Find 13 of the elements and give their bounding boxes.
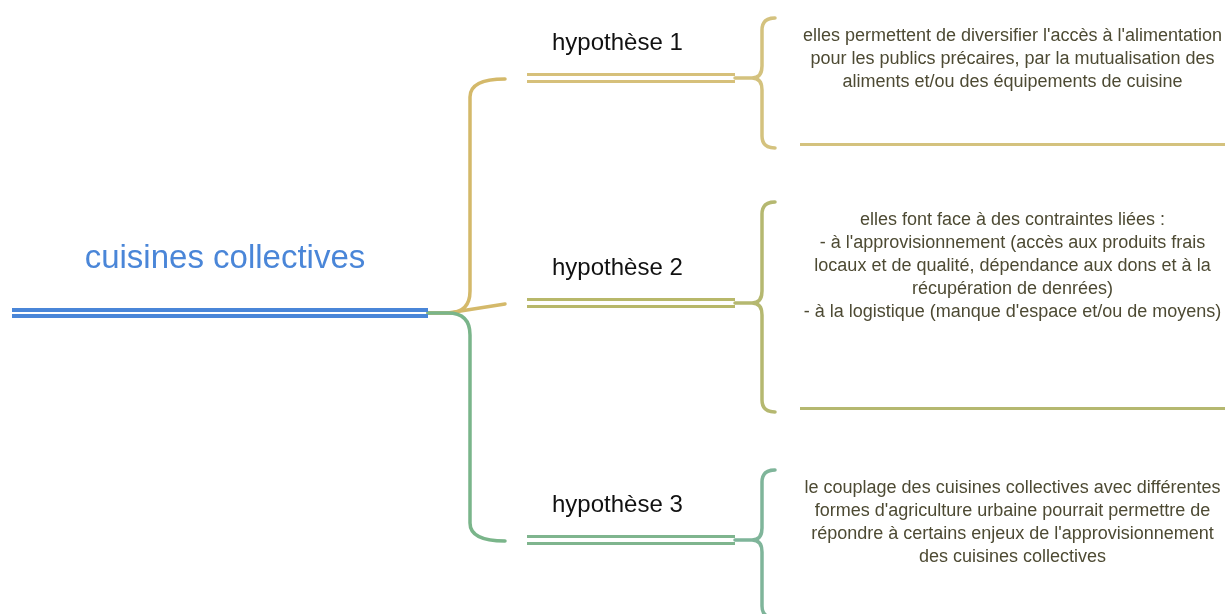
branch-label: hypothèse 1 bbox=[551, 28, 684, 56]
brace-connector bbox=[733, 468, 777, 614]
branch-label: hypothèse 3 bbox=[551, 490, 684, 518]
description-text: le couplage des cuisines collectives avec différentes formes d'agriculture urbaine pourrait permettre de répondre à certains enjeux de l'approvisionnement des cuisines collectives bbox=[803, 476, 1222, 568]
brace-connector bbox=[733, 200, 777, 414]
brace-connector bbox=[733, 16, 777, 150]
description-text: elles permettent de diversifier l'accès à l'alimentation pour les publics précaires, par la mutualisation des aliments et/ou des équipements de cuisine bbox=[801, 24, 1224, 93]
description-text: - à la logistique (manque d'espace et/ou de moyens) bbox=[802, 300, 1223, 323]
branch-label: hypothèse 2 bbox=[551, 253, 684, 281]
brace-connector bbox=[426, 311, 507, 543]
description-text: elles font face à des contraintes liées : bbox=[858, 208, 1167, 231]
topic-title: cuisines collectives bbox=[83, 238, 367, 276]
description-text: - à l'approvisionnement (accès aux produits frais locaux et de qualité, dépendance aux dons et à la récupération de denrées) bbox=[813, 231, 1212, 300]
